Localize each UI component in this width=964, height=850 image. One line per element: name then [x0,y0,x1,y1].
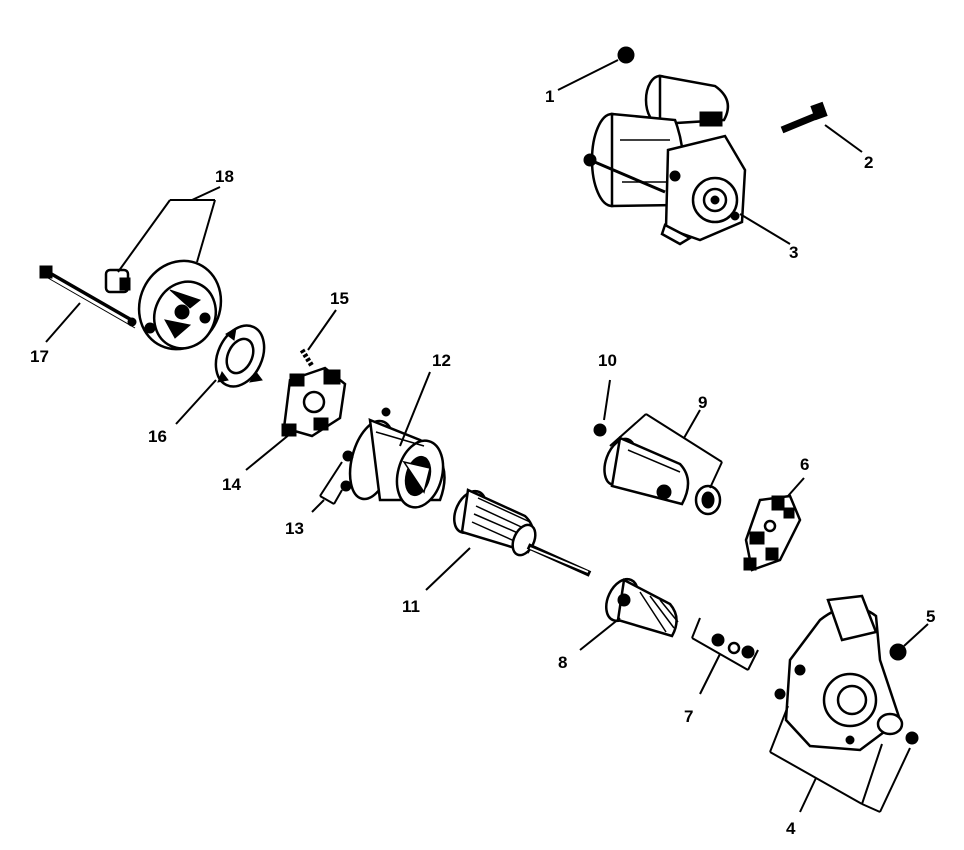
callout-12: 12 [432,351,451,370]
callout-10: 10 [598,351,617,370]
part-7-bearing-set [691,617,759,695]
part-3-starter-assembly [583,74,791,246]
callout-9: 9 [698,393,707,412]
callout-18: 18 [215,167,234,186]
part-5-nut [889,623,929,661]
callout-5: 5 [926,607,935,626]
callout-2: 2 [864,153,873,172]
part-6-lever-assembly [743,477,805,572]
callout-15: 15 [330,289,349,308]
part-2-bolt [780,101,863,153]
callout-1: 1 [545,87,554,106]
callout-4: 4 [786,819,796,838]
callout-8: 8 [558,653,567,672]
part-15-spring [299,309,337,368]
part-10-nut [593,379,611,437]
callout-14: 14 [222,475,241,494]
part-16-gasket [175,324,266,425]
callout-7: 7 [684,707,693,726]
part-17-through-bolt [39,265,137,343]
part-9-solenoid [603,409,723,516]
part-1-nut [557,46,635,91]
part-8-pinion-clutch [579,577,679,651]
callout-3: 3 [789,243,798,262]
part-4-drive-housing [769,594,919,813]
part-12-field-housing [348,371,446,509]
callout-13: 13 [285,519,304,538]
part-11-armature [425,488,592,591]
callout-11: 11 [402,597,420,616]
part-13-brushes [311,450,354,513]
part-14-brush-holder [245,366,347,471]
callout-17: 17 [30,347,49,366]
callout-16: 16 [148,427,167,446]
callout-6: 6 [800,455,809,474]
part-18-rear-cover [104,186,223,351]
